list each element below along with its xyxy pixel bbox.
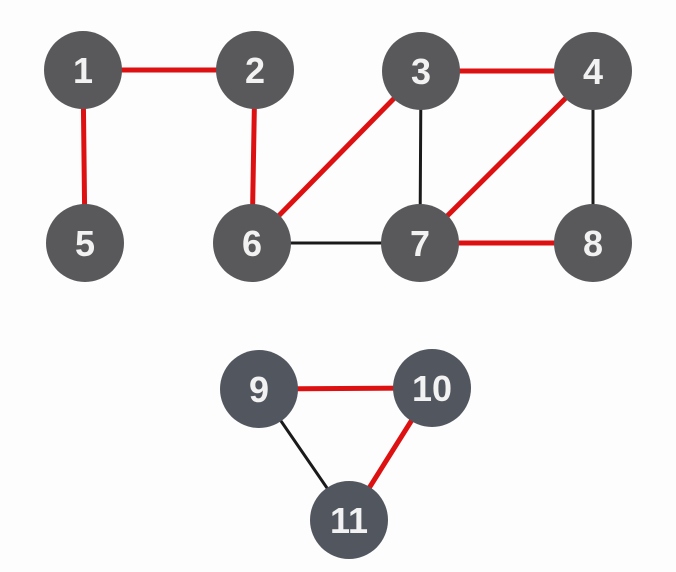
node-1: 1 (44, 31, 122, 109)
node-circle (216, 31, 294, 109)
node-label: 9 (249, 369, 269, 410)
node-4: 4 (554, 32, 632, 110)
node-label: 5 (75, 223, 95, 264)
node-8: 8 (554, 204, 632, 282)
node-7: 7 (381, 204, 459, 282)
node-2: 2 (216, 31, 294, 109)
node-label: 2 (245, 50, 265, 91)
node-9: 9 (220, 350, 298, 428)
node-circle (393, 349, 471, 427)
node-circle (381, 204, 459, 282)
node-circle (44, 31, 122, 109)
edges-layer (80, 67, 596, 523)
node-label: 4 (583, 51, 603, 92)
node-label: 1 (73, 50, 93, 91)
node-label: 7 (410, 223, 430, 264)
node-circle (46, 204, 124, 282)
node-circle (213, 204, 291, 282)
node-11: 11 (310, 481, 388, 559)
node-circle (554, 204, 632, 282)
node-6: 6 (213, 204, 291, 282)
node-10: 10 (393, 349, 471, 427)
node-circle (310, 481, 388, 559)
edge-3-6 (249, 68, 424, 246)
node-3: 3 (382, 32, 460, 110)
node-label: 11 (330, 500, 368, 541)
nodes-layer: 1 2 3 4 5 6 7 8 9 10 11 (44, 31, 632, 559)
node-label: 8 (583, 223, 603, 264)
node-circle (220, 350, 298, 428)
node-circle (382, 32, 460, 110)
node-circle (554, 32, 632, 110)
node-label: 6 (242, 223, 262, 264)
node-5: 5 (46, 204, 124, 282)
edge-4-7 (417, 68, 596, 246)
node-label: 10 (412, 368, 452, 409)
node-label: 3 (411, 51, 431, 92)
